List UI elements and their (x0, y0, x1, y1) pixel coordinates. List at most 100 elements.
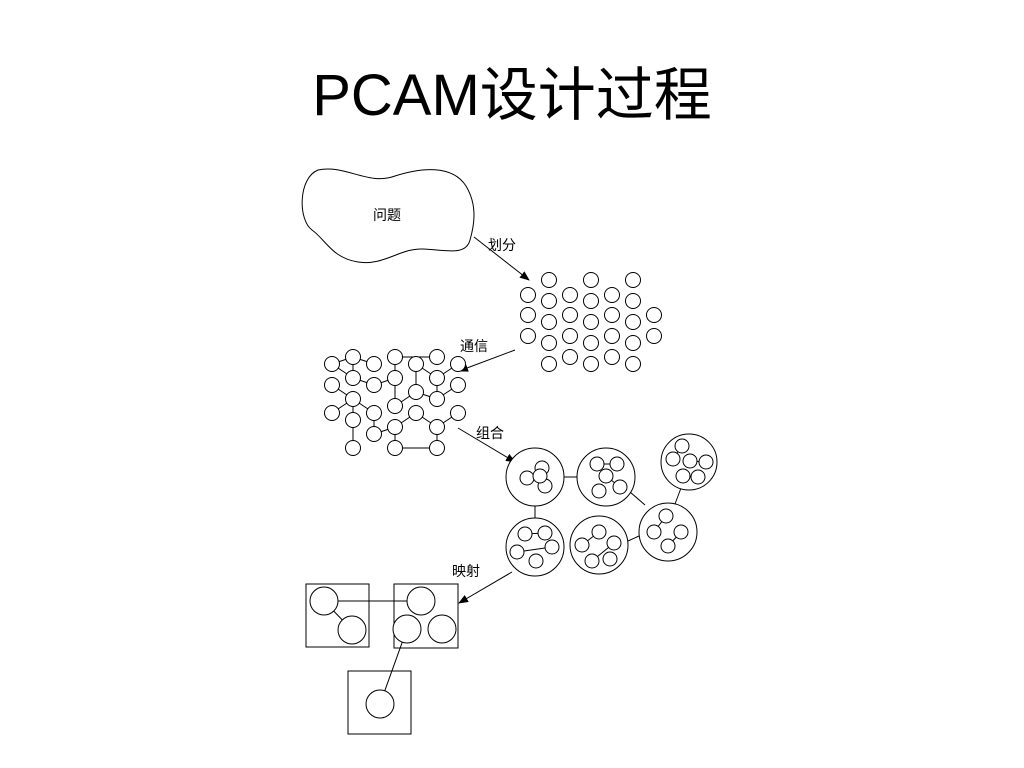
task-circle (537, 525, 553, 541)
task-circle (387, 349, 403, 365)
task-circle (429, 370, 445, 386)
task-circle (450, 377, 466, 393)
task-circle (366, 405, 382, 421)
problem-label: 问题 (373, 208, 401, 224)
task-circle (665, 451, 681, 467)
task-circle (604, 307, 620, 323)
task-circle (520, 307, 536, 323)
group-channel-line (629, 491, 646, 506)
task-circle (606, 535, 622, 551)
task-circle (541, 272, 557, 288)
task-circle (673, 524, 689, 540)
task-circle (646, 524, 662, 540)
task-circle (583, 272, 599, 288)
task-circle (625, 272, 641, 288)
task-circle (562, 307, 578, 323)
communication-arrow (458, 349, 516, 372)
task-circle (345, 391, 361, 407)
communication-label: 通信 (460, 339, 488, 355)
task-circle (366, 356, 382, 372)
task-circle (528, 553, 544, 569)
task-circle (429, 419, 445, 435)
task-circle (345, 349, 361, 365)
task-circle (408, 384, 424, 400)
task-circle (625, 335, 641, 351)
agglomeration-label: 组合 (476, 426, 504, 442)
task-circle (544, 539, 560, 555)
agglomerated-task-groups (505, 433, 718, 577)
communication-task-graph (324, 349, 466, 456)
task-circle (387, 419, 403, 435)
mapped-group-circle (427, 614, 457, 644)
task-circle (674, 438, 690, 454)
task-circle (387, 440, 403, 456)
task-circle (519, 470, 535, 486)
task-circle (658, 508, 674, 524)
task-circle (698, 454, 714, 470)
partition-task-grid (520, 272, 662, 372)
partition-arrow (473, 236, 530, 281)
task-circle (612, 479, 628, 495)
task-circle (604, 328, 620, 344)
task-circle (591, 524, 607, 540)
task-circle (429, 349, 445, 365)
mapped-group-circle (406, 586, 436, 616)
processor-box (305, 583, 370, 648)
task-circle (675, 468, 691, 484)
slide-title: PCAM设计过程 (312, 63, 712, 128)
partition-label: 划分 (488, 238, 516, 254)
task-circle (345, 412, 361, 428)
task-circle (589, 456, 605, 472)
task-circle (598, 468, 614, 484)
task-circle (429, 440, 445, 456)
agglomeration-step: 组合 (457, 426, 516, 463)
task-circle (583, 293, 599, 309)
task-circle (583, 314, 599, 330)
task-circle (541, 356, 557, 372)
task-circle (541, 335, 557, 351)
mapping-label: 映射 (452, 564, 480, 580)
group-channel-line (627, 535, 640, 542)
task-circle (602, 551, 618, 567)
task-circle (324, 356, 340, 372)
mapping-step: 映射 (452, 564, 513, 604)
task-circle (532, 468, 548, 484)
task-circle (408, 405, 424, 421)
task-circle (682, 453, 698, 469)
task-group-circle (638, 502, 698, 562)
task-circle (366, 377, 382, 393)
task-circle (517, 526, 533, 542)
problem-cloud: 问题 (301, 168, 475, 264)
task-circle (387, 370, 403, 386)
task-circle (387, 398, 403, 414)
processor-box (347, 670, 412, 735)
task-circle (625, 356, 641, 372)
mapping-arrow (458, 571, 513, 604)
task-circle (625, 314, 641, 330)
task-circle (562, 349, 578, 365)
task-circle (429, 391, 445, 407)
mapped-group-circle (309, 586, 339, 616)
task-circle (345, 370, 361, 386)
task-circle (520, 328, 536, 344)
task-circle (408, 356, 424, 372)
task-circle (583, 356, 599, 372)
task-circle (324, 405, 340, 421)
task-circle (646, 328, 662, 344)
task-circle (324, 377, 340, 393)
processor-box (393, 583, 459, 649)
task-circle (646, 307, 662, 323)
task-circle (541, 293, 557, 309)
task-circle (604, 287, 620, 303)
task-circle (345, 440, 361, 456)
task-circle (574, 537, 590, 553)
task-circle (584, 553, 600, 569)
task-circle (604, 349, 620, 365)
task-circle (660, 538, 676, 554)
task-circle (609, 456, 625, 472)
task-circle (366, 426, 382, 442)
task-circle (450, 405, 466, 421)
task-circle (583, 335, 599, 351)
task-circle (450, 356, 466, 372)
